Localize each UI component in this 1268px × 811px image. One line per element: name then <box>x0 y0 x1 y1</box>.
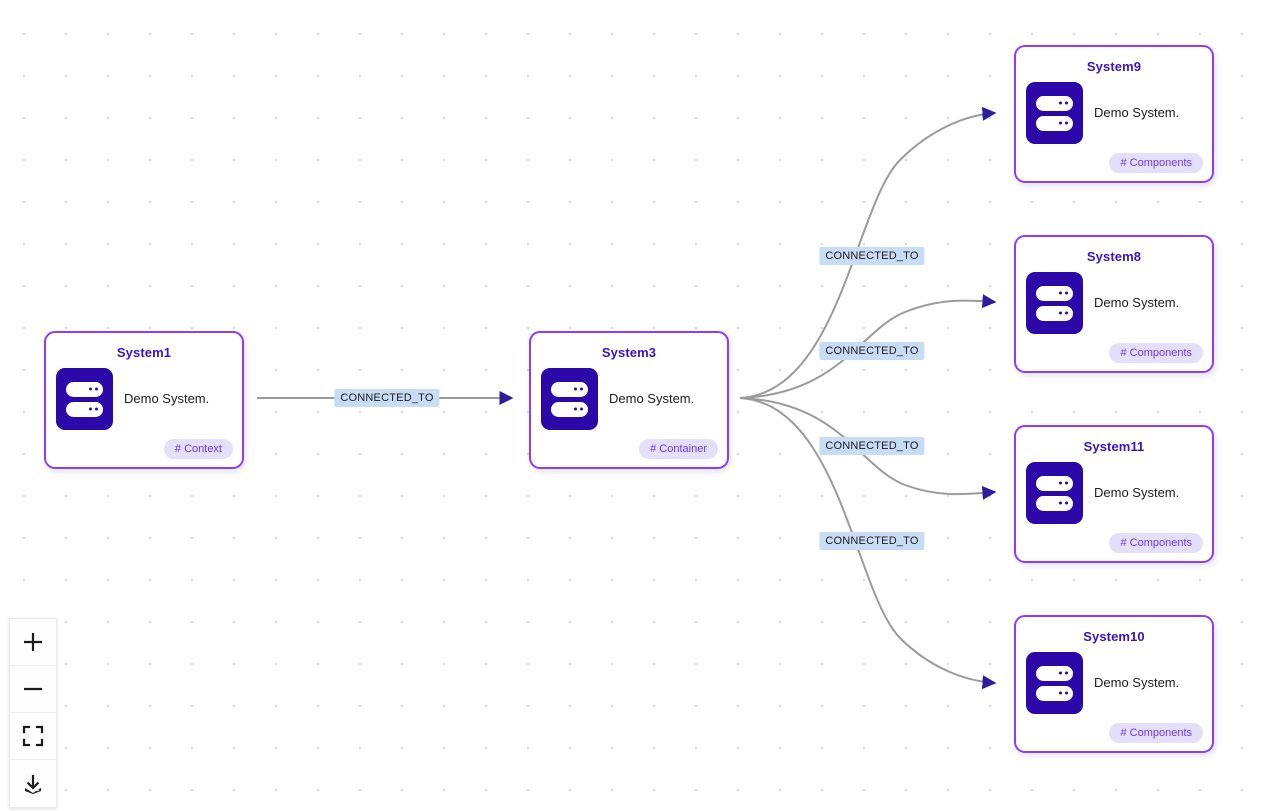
node-title: System11 <box>1083 439 1145 454</box>
node-system9[interactable]: System9 Demo System. # Components <box>1014 45 1214 183</box>
node-body: Demo System. <box>1016 82 1212 144</box>
node-system3[interactable]: System3 Demo System. # Container <box>529 331 729 469</box>
server-icon <box>541 368 598 430</box>
server-icon <box>1026 462 1083 524</box>
node-title: System10 <box>1083 629 1145 644</box>
edge-label-system1-system3[interactable]: CONNECTED_TO <box>334 389 440 407</box>
fit-view-button[interactable] <box>10 713 56 760</box>
node-system1[interactable]: System1 Demo System. # Context <box>44 331 244 469</box>
node-description: Demo System. <box>1094 674 1180 690</box>
download-icon <box>22 773 44 795</box>
node-title: System1 <box>116 345 172 360</box>
node-system8[interactable]: System8 Demo System. # Components <box>1014 235 1214 373</box>
download-button[interactable] <box>10 760 56 807</box>
node-badge[interactable]: # Container <box>639 439 718 459</box>
node-badge[interactable]: # Context <box>163 439 233 459</box>
node-badge[interactable]: # Components <box>1109 533 1203 553</box>
zoom-controls-panel <box>9 618 57 808</box>
node-description: Demo System. <box>1094 294 1180 310</box>
fit-view-icon <box>22 725 44 747</box>
node-description: Demo System. <box>1094 104 1180 120</box>
node-badge[interactable]: # Components <box>1109 153 1203 173</box>
edge-label-system3-system9[interactable]: CONNECTED_TO <box>819 247 925 265</box>
zoom-in-button[interactable] <box>10 619 56 666</box>
edge-label-system3-system8[interactable]: CONNECTED_TO <box>819 342 925 360</box>
minus-icon <box>22 678 44 700</box>
node-title: System3 <box>601 345 657 360</box>
node-system11[interactable]: System11 Demo System. # Components <box>1014 425 1214 563</box>
server-icon <box>1026 652 1083 714</box>
node-badge[interactable]: # Components <box>1109 343 1203 363</box>
node-description: Demo System. <box>124 390 210 406</box>
node-body: Demo System. <box>46 368 242 430</box>
server-icon <box>1026 272 1083 334</box>
node-system10[interactable]: System10 Demo System. # Components <box>1014 615 1214 753</box>
node-description: Demo System. <box>1094 484 1180 500</box>
plus-icon <box>22 631 44 653</box>
node-body: Demo System. <box>531 368 727 430</box>
node-title: System8 <box>1086 249 1142 264</box>
server-icon <box>56 368 113 430</box>
zoom-out-button[interactable] <box>10 666 56 713</box>
node-body: Demo System. <box>1016 272 1212 334</box>
node-badge[interactable]: # Components <box>1109 723 1203 743</box>
edge-label-system3-system10[interactable]: CONNECTED_TO <box>819 532 925 550</box>
node-description: Demo System. <box>609 390 695 406</box>
node-title: System9 <box>1086 59 1142 74</box>
edge-label-system3-system11[interactable]: CONNECTED_TO <box>819 437 925 455</box>
node-body: Demo System. <box>1016 652 1212 714</box>
node-body: Demo System. <box>1016 462 1212 524</box>
server-icon <box>1026 82 1083 144</box>
